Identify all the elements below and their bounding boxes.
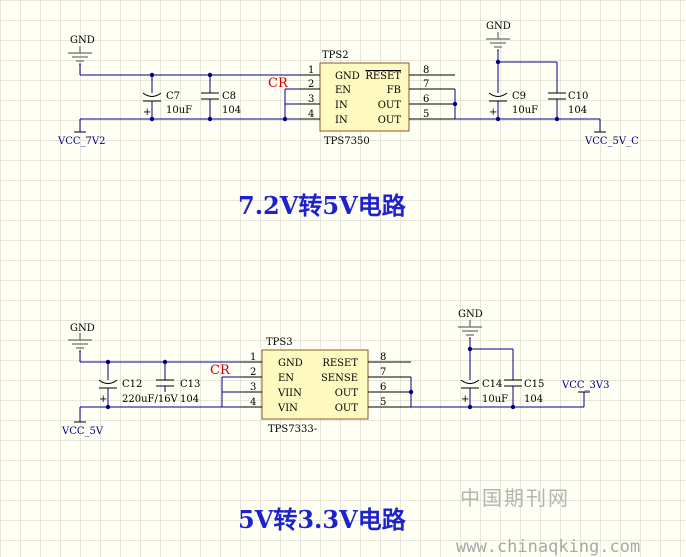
pin-name: OUT xyxy=(378,115,402,126)
svg-text:+: + xyxy=(99,394,107,405)
pin-name: IN xyxy=(335,100,348,111)
pin-number: 1 xyxy=(308,65,314,76)
c13-value: 104 xyxy=(180,394,199,405)
gnd-label-right: GND xyxy=(486,21,511,32)
pin-number: 2 xyxy=(250,367,256,378)
pin-number: 3 xyxy=(250,382,256,393)
pin-name: OUT xyxy=(378,100,402,111)
pin-name: EN xyxy=(335,85,351,96)
capacitor-c7: + xyxy=(142,75,162,119)
pin-name: RESET xyxy=(322,358,358,369)
capacitor-c12: + xyxy=(98,362,118,407)
ic-ref: TPS2 xyxy=(322,50,349,61)
pin-number: 7 xyxy=(423,79,429,90)
c10-value: 104 xyxy=(568,105,587,116)
c12-ref: C12 xyxy=(122,379,142,390)
gnd-label-left: GND xyxy=(70,35,95,46)
svg-text:+: + xyxy=(461,394,469,405)
c8-value: 104 xyxy=(222,105,241,116)
ic-tps7333 xyxy=(242,349,411,420)
c12-value: 220uF/16V xyxy=(122,394,179,405)
capacitor-c13 xyxy=(156,362,174,392)
c10-ref: C10 xyxy=(568,91,588,102)
capacitor-c8 xyxy=(201,75,219,119)
svg-text:+: + xyxy=(143,107,151,118)
capacitor-c14: + xyxy=(460,349,480,407)
pin-number: 8 xyxy=(380,352,386,363)
watermark-cn: 中国期刊网 xyxy=(460,486,570,510)
c15-ref: C15 xyxy=(524,379,544,390)
gnd-symbol-left-2 xyxy=(68,333,92,362)
pin-name: OUT xyxy=(335,403,359,414)
pin-number: 1 xyxy=(250,352,256,363)
pin-name: GND xyxy=(335,71,360,82)
c9-ref: C9 xyxy=(512,91,526,102)
circuit-2-title: 5V转3.3V电路 xyxy=(238,505,407,534)
c7-value: 10uF xyxy=(166,105,192,116)
vout-label: VCC_3V3 xyxy=(561,380,609,391)
pin-number: 2 xyxy=(308,79,314,90)
pin-name: GND xyxy=(278,358,303,369)
capacitor-c9: + xyxy=(488,62,508,119)
svg-text:+: + xyxy=(489,107,497,118)
capacitor-c15 xyxy=(504,349,522,407)
ic-part: TPS7350 xyxy=(324,136,370,147)
pin-number: 5 xyxy=(423,109,429,120)
c13-ref: C13 xyxy=(180,379,200,390)
c14-value: 10uF xyxy=(482,394,508,405)
pin-name: RESET xyxy=(365,71,401,82)
cr-mark: CR xyxy=(210,363,231,378)
c8-ref: C8 xyxy=(222,91,236,102)
pin-name: VIN xyxy=(277,403,298,414)
pin-name: OUT xyxy=(335,388,359,399)
c15-value: 104 xyxy=(524,394,543,405)
pin-number: 5 xyxy=(380,397,386,408)
c14-ref: C14 xyxy=(482,379,502,390)
pin-name: VIIN xyxy=(277,388,302,399)
pin-number: 3 xyxy=(308,94,314,105)
circuit-1-title: 7.2V转5V电路 xyxy=(238,191,407,220)
pin-name: IN xyxy=(335,115,348,126)
c9-value: 10uF xyxy=(512,105,538,116)
c7-ref: C7 xyxy=(166,91,180,102)
gnd-label-left: GND xyxy=(70,323,95,334)
pin-name: SENSE xyxy=(321,373,358,384)
vout-label: VCC_5V_C xyxy=(584,136,639,147)
pin-number: 4 xyxy=(308,109,314,120)
watermark-url: www.chinaqking.com xyxy=(456,537,640,557)
gnd-symbol-right-2 xyxy=(458,320,482,349)
capacitor-c10 xyxy=(548,62,566,119)
pin-name: EN xyxy=(278,373,294,384)
pin-number: 6 xyxy=(423,94,429,105)
pin-number: 6 xyxy=(380,382,386,393)
pin-number: 8 xyxy=(423,65,429,76)
circuit-2: GND VCC_5V + C12 220uF/16V C13 104 xyxy=(61,309,609,534)
pin-name: FB xyxy=(387,85,401,96)
gnd-symbol-left-1 xyxy=(68,46,92,75)
ic-tps7350 xyxy=(300,62,455,132)
ic-part: TPS7333- xyxy=(268,424,317,435)
gnd-symbol-right-1 xyxy=(486,32,510,62)
vin-label: VCC_7V2 xyxy=(57,136,105,147)
cr-mark: CR xyxy=(268,76,289,91)
ic-ref: TPS3 xyxy=(266,337,293,348)
circuit-1: GND VCC_7V2 + C7 10uF C8 104 xyxy=(57,21,639,220)
gnd-label-right: GND xyxy=(458,309,483,320)
pin-number: 4 xyxy=(250,397,256,408)
pin-number: 7 xyxy=(380,367,386,378)
vin-label: VCC_5V xyxy=(61,426,104,437)
